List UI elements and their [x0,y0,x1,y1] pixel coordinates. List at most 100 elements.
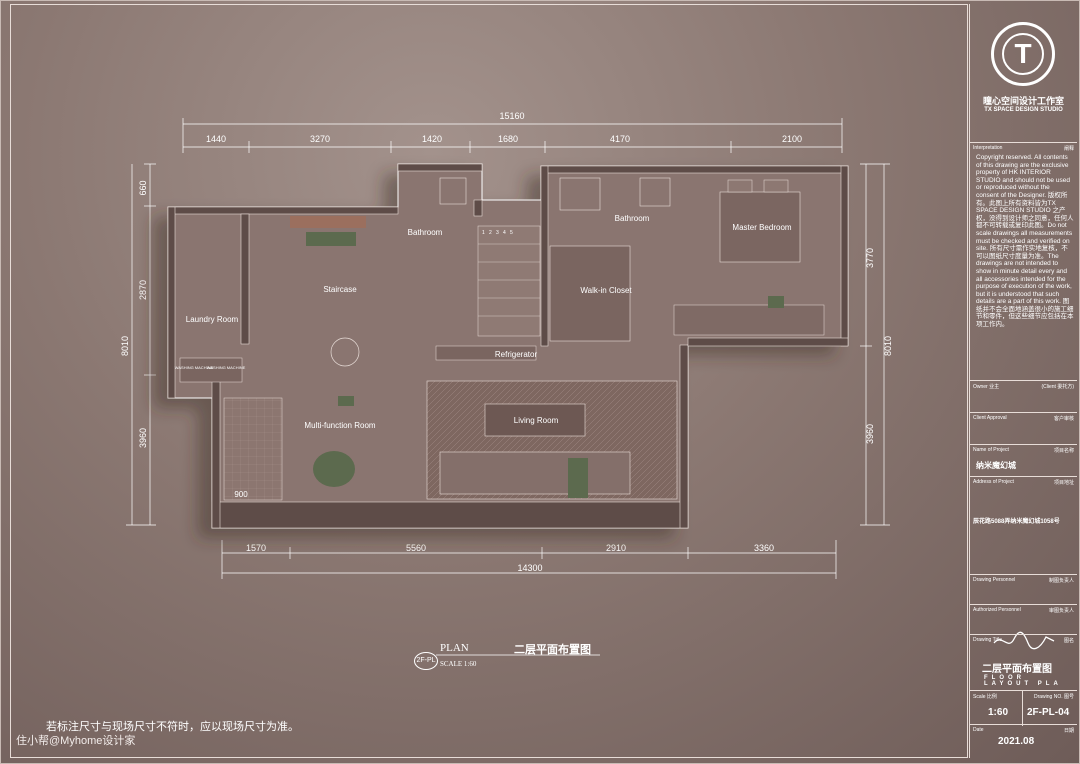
plan-title: PLAN [440,642,469,654]
project-name: 纳米魔幻城 [976,461,1016,470]
drawing-personnel-right: 制图负责人 [1048,578,1074,584]
multi-floor [223,397,283,501]
studio-name-en: TX SPACE DESIGN STUDIO [984,107,1063,113]
plan-title-cn: 二层平面布置图 [514,644,591,656]
dim-left-total: 8010 [120,336,130,356]
label-multi-function-room: Multi-function Room [304,421,375,430]
bed [719,191,801,263]
client-approval-right: 客户审核 [1053,416,1074,422]
dim-top-4: 1680 [498,134,518,144]
shelf [290,216,366,228]
authorized-row: Authorized Personnel 审图负责人 [970,604,1077,635]
project-row: Name of Project 项目名称 [970,444,1077,475]
owner-row: Owner 业主 (Client 委托方) [970,380,1077,411]
date-right: 日期 [1063,728,1074,734]
dim-bottom-1: 1570 [246,543,266,553]
scale-label: Scale 比例 [973,694,997,700]
drawing-title-row: Drawing Title 图名 [970,634,1077,685]
dim-top-5: 4170 [610,134,630,144]
dim-left-2: 2870 [138,280,148,300]
project-right: 项目名称 [1053,448,1074,454]
authorized-right: 审图负责人 [1048,608,1074,614]
dim-bottom-total: 14300 [517,563,542,573]
dim-bottom-4: 3360 [754,543,774,553]
bench-green [306,232,356,246]
chair-green [768,296,784,308]
client-approval-label: Client Approval [973,415,1007,421]
date-value: 2021.08 [998,736,1035,747]
authorized-label: Authorized Personnel [973,607,1021,613]
drawing-frame [10,4,968,758]
closet-floor [549,245,631,342]
address-row: Address of Project 项目地址 [970,476,1077,517]
label-master-bedroom: Master Bedroom [732,223,791,232]
stair-num-3: 3 [496,230,499,236]
dim-right-1: 3770 [865,248,875,268]
copyright-text: Copyright reserved. All contents of this… [976,154,1074,329]
pillow-1 [727,179,753,193]
dim-inner-900: 900 [234,490,248,499]
bath-sink [639,177,671,207]
drawing-no-label: Drawing NO. 图号 [1033,694,1074,700]
signature [993,631,1055,650]
drawing-title-label: Drawing Title [973,637,1002,643]
coffee-table [484,403,586,437]
desk-counter [673,304,825,336]
scale-value: 1:60 [988,707,1009,718]
address-label: Address of Project [973,479,1014,485]
refrigerator-counter [435,345,537,361]
stair-num-4: 4 [503,230,506,236]
label-bathroom-right: Bathroom [615,214,650,223]
pillow-2 [763,179,789,193]
drawing-title-right: 图名 [1063,638,1074,644]
watermark: 住小帮@Myhome设计家 [16,735,136,747]
interpretation-cn: 阐释 [1063,146,1074,152]
top-dimensions [182,118,843,153]
label-washing-machine-1: WASHING MACHINE [175,365,214,370]
stair-num-2: 2 [489,230,492,236]
drawing-title-cn: 二层平面布置图 [982,664,1052,675]
logo-letter: T [1002,33,1044,75]
studio-logo: T [991,22,1055,86]
stair-num-5: 5 [510,230,513,236]
date-row: Date 日期 [970,724,1077,759]
drawing-title-en: FLOOR LAYOUT PLA [984,675,1062,687]
dim-bottom-2: 5560 [406,543,426,553]
dim-left-3: 3960 [138,428,148,448]
dining-table [330,337,360,367]
label-washing-machine-2: WASHING MACHINE [207,365,246,370]
stair-treads [478,243,540,317]
project-address: 辰花路5088弄纳米魔幻城1058号 [973,519,1060,525]
dim-right-2: 3960 [865,424,875,444]
bath-left-fixture [439,177,467,205]
owner-right: (Client 委托方) [1041,384,1074,390]
dim-top-6: 2100 [782,134,802,144]
dim-top-3: 1420 [422,134,442,144]
dim-right-total: 8010 [883,336,893,356]
plan-tag: 2F-PL [414,652,438,670]
drawing-personnel-label: Drawing Personnel [973,577,1016,583]
address-right: 项目地址 [1053,480,1074,486]
round-rug [313,451,355,487]
dim-bottom-3: 2910 [606,543,626,553]
label-staircase: Staircase [323,285,357,294]
green-ottoman [568,458,588,498]
drawing-personnel-row: Drawing Personnel 制图负责人 [970,574,1077,605]
right-dimensions [860,163,890,526]
bottom-dimensions [221,540,837,579]
bath-right-fixture [559,177,601,211]
scale-divider [1022,690,1023,726]
sofa [439,451,631,495]
stair [477,225,541,337]
dim-top-2: 3270 [310,134,330,144]
dim-top-1: 1440 [206,134,226,144]
left-dimensions [126,163,156,526]
washers [179,357,243,383]
label-refrigerator: Refrigerator [495,350,538,359]
walls [167,163,849,529]
plan-scale: SCALE 1:60 [440,660,477,668]
stair-num-1: 1 [482,230,485,236]
label-walk-in-closet: Walk-in Closet [580,286,632,295]
owner-label: Owner 业主 [973,384,1000,390]
project-label: Name of Project [973,447,1009,453]
